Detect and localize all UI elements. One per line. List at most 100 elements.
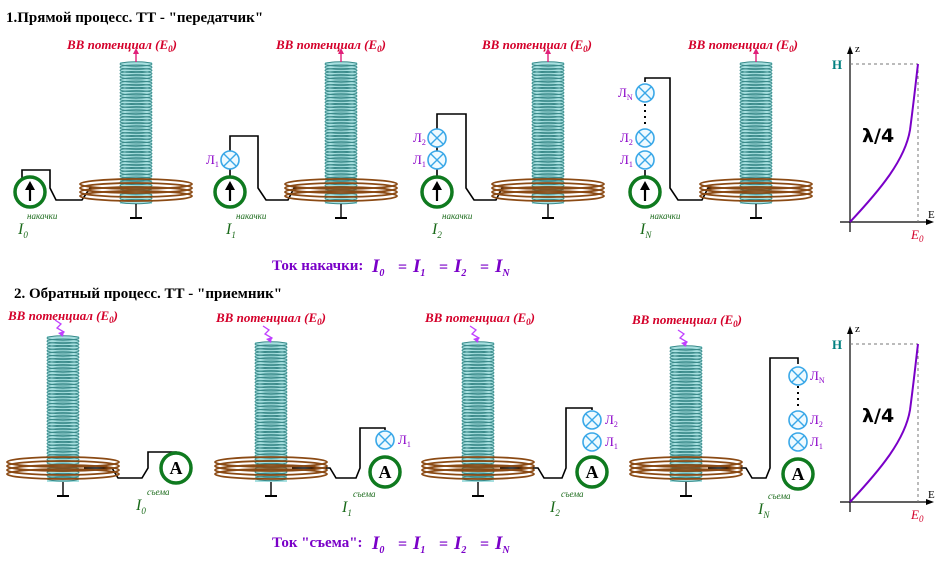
equals-sign: =	[480, 259, 489, 276]
primary-coil-turn	[79, 178, 193, 190]
coil-turn	[531, 134, 565, 141]
coil-turn	[324, 163, 358, 170]
coil-turn	[119, 70, 153, 77]
e0-axis-label: E0	[910, 227, 924, 244]
coil-turn	[119, 157, 153, 163]
pickup-current-label: I2	[549, 499, 560, 518]
coil-turn	[46, 383, 80, 389]
coil-turn	[739, 109, 773, 115]
bottom-panel-1: ВВ потенциал (E0) A I0 съема	[6, 308, 193, 516]
coil-turn	[119, 74, 153, 80]
coil-turn	[46, 428, 80, 434]
coil-turn	[669, 383, 703, 390]
coil-turn	[324, 144, 358, 150]
circuit-wire	[708, 357, 799, 479]
coil-turn	[46, 408, 80, 415]
coil-turn	[46, 354, 80, 360]
coil-turn	[669, 377, 703, 383]
pickup-current-sup: съема	[768, 491, 791, 501]
primary-coil-turn	[491, 190, 605, 202]
primary-coil-turn	[284, 186, 398, 198]
pickup-current-equation: Ток "съема": I0 = I1 = I2 = IN	[272, 533, 510, 556]
coil-turn	[669, 348, 703, 354]
coil-turn	[119, 147, 153, 154]
coil-turn	[254, 402, 288, 408]
pump-current-equation: Ток накачки: I0 = I1 = I2 = IN	[272, 256, 510, 279]
coil-turn	[739, 90, 773, 96]
coil-turn	[531, 96, 565, 102]
primary-coil	[491, 178, 605, 202]
coil-turn	[46, 447, 80, 453]
coil-turn	[531, 157, 565, 163]
z-axis-arrowhead	[847, 46, 853, 54]
h-label: H	[832, 337, 842, 352]
coil-turn	[46, 357, 80, 364]
coil-turn	[254, 440, 288, 446]
coil-turn	[669, 367, 703, 374]
coil-turn	[461, 430, 495, 437]
coil-turn	[531, 125, 565, 131]
secondary-coil	[531, 61, 565, 205]
coil-turn	[739, 170, 773, 176]
lamp-icon	[788, 366, 808, 386]
coil-turn	[739, 64, 773, 70]
top-terminal-arrow	[338, 48, 344, 62]
equation-term: I1	[412, 533, 425, 556]
coil-turn	[119, 80, 153, 86]
coil-turn	[531, 122, 565, 128]
lamp-label: Л2	[605, 412, 618, 429]
top-panel-1: ВВ потенциал (E0) I0 накачки	[13, 37, 193, 240]
coil-turn	[461, 453, 495, 459]
coil-turn	[254, 386, 288, 392]
coil-turn	[324, 112, 358, 118]
incoming-field-arrow	[262, 325, 274, 343]
coil-turn	[669, 447, 703, 454]
primary-coil-turn	[699, 182, 813, 194]
coil-turn	[739, 86, 773, 93]
coil-turn	[46, 431, 80, 437]
coil-turn	[739, 83, 773, 90]
equals-sign: =	[439, 536, 448, 553]
ground-symbol	[57, 482, 69, 497]
primary-coil-turn	[284, 182, 398, 194]
primary-coil-turn	[491, 186, 605, 198]
top-terminal-arrow	[753, 48, 759, 62]
coil-turn	[119, 125, 153, 131]
coil-turn	[739, 166, 773, 173]
coil-turn	[254, 392, 288, 398]
coil-turn	[669, 422, 703, 428]
coil-turn	[46, 421, 80, 428]
coil-turn	[119, 141, 153, 147]
coil-turn	[46, 376, 80, 383]
coil-turn	[46, 399, 80, 405]
coil-turn	[46, 386, 80, 392]
coil-turn	[669, 406, 703, 412]
coil-turn	[119, 128, 153, 134]
lamp-label: ЛN	[810, 368, 825, 385]
coil-turn	[461, 402, 495, 408]
top-panel-3: ВВ потенциал (E0) Л2 Л1 I2 накачки	[413, 37, 605, 240]
lambda-quarter-label: λ/4	[862, 405, 894, 427]
coil-turn	[46, 424, 80, 431]
z-axis-label: z	[855, 43, 860, 55]
z-axis-arrowhead	[847, 326, 853, 334]
coil-turn	[461, 434, 495, 440]
coil-turn	[254, 366, 288, 373]
coil-turn	[46, 341, 80, 348]
coil-turn	[739, 96, 773, 102]
coil-turn	[324, 160, 358, 166]
ground-symbol	[265, 482, 277, 497]
pump-current-label: I1	[225, 221, 236, 240]
coil-turn	[324, 90, 358, 96]
coil-turn	[739, 154, 773, 160]
coil-turn	[119, 160, 153, 166]
primary-coil-turn	[629, 456, 743, 468]
coil-turn	[254, 357, 288, 363]
coil-turn	[461, 370, 495, 376]
incoming-field-arrow	[677, 329, 689, 347]
coil-turn	[254, 360, 288, 366]
coil-turn	[531, 138, 565, 144]
coil-turn	[739, 131, 773, 138]
coil-turn	[119, 118, 153, 125]
coil-turn	[739, 138, 773, 144]
